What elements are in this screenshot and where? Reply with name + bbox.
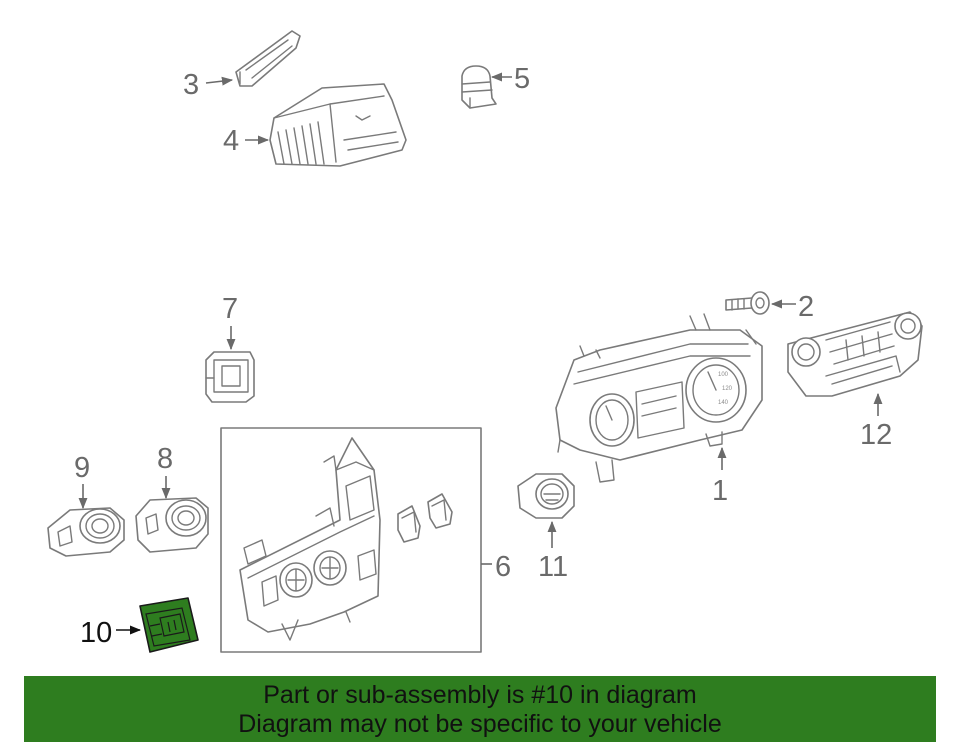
callout-2: 2 — [770, 291, 814, 323]
svg-text:7: 7 — [222, 293, 238, 325]
part-2-screw[interactable] — [725, 291, 770, 315]
svg-text:10: 10 — [80, 617, 112, 649]
part-10-module[interactable] — [139, 597, 199, 653]
callout-3: 3 — [183, 69, 234, 101]
svg-text:9: 9 — [74, 452, 90, 484]
svg-text:140: 140 — [718, 400, 729, 406]
part-11-round-switch[interactable] — [517, 473, 575, 519]
banner-line-part: Part or sub-assembly is #10 in diagram — [263, 681, 697, 709]
svg-text:100: 100 — [718, 372, 729, 378]
callout-9: 9 — [74, 452, 90, 510]
part-4-control-module[interactable] — [269, 83, 407, 167]
svg-text:1: 1 — [712, 475, 728, 507]
part-3-bracket[interactable] — [235, 30, 301, 87]
callout-5: 5 — [490, 63, 530, 95]
svg-text:4: 4 — [223, 125, 239, 157]
svg-text:5: 5 — [514, 63, 530, 95]
part-12-climate-control[interactable] — [787, 311, 923, 397]
part-1-instrument-cluster[interactable]: 100 120 140 — [555, 313, 763, 483]
svg-text:11: 11 — [538, 551, 568, 583]
callout-12: 12 — [860, 392, 892, 451]
part-9-knob-switch[interactable] — [47, 507, 125, 557]
part-6-switch-panel[interactable] — [220, 427, 482, 653]
svg-text:6: 6 — [495, 551, 511, 583]
callout-1: 1 — [712, 446, 728, 507]
callout-8: 8 — [157, 443, 173, 500]
callout-4: 4 — [223, 125, 270, 157]
part-5-clip[interactable] — [461, 65, 497, 109]
part-7-switch[interactable] — [205, 351, 255, 403]
callout-7: 7 — [222, 293, 238, 351]
callout-11: 11 — [538, 520, 568, 583]
svg-text:8: 8 — [157, 443, 173, 475]
svg-text:3: 3 — [183, 69, 199, 101]
callout-6: 6 — [481, 551, 511, 583]
svg-text:120: 120 — [722, 386, 733, 392]
info-banner: Part or sub-assembly is #10 in diagram D… — [24, 676, 936, 742]
svg-text:2: 2 — [798, 291, 814, 323]
part-8-knob-switch[interactable] — [135, 497, 209, 553]
svg-text:12: 12 — [860, 419, 892, 451]
banner-line-disclaimer: Diagram may not be specific to your vehi… — [238, 710, 722, 738]
callout-10: 10 — [80, 617, 142, 649]
